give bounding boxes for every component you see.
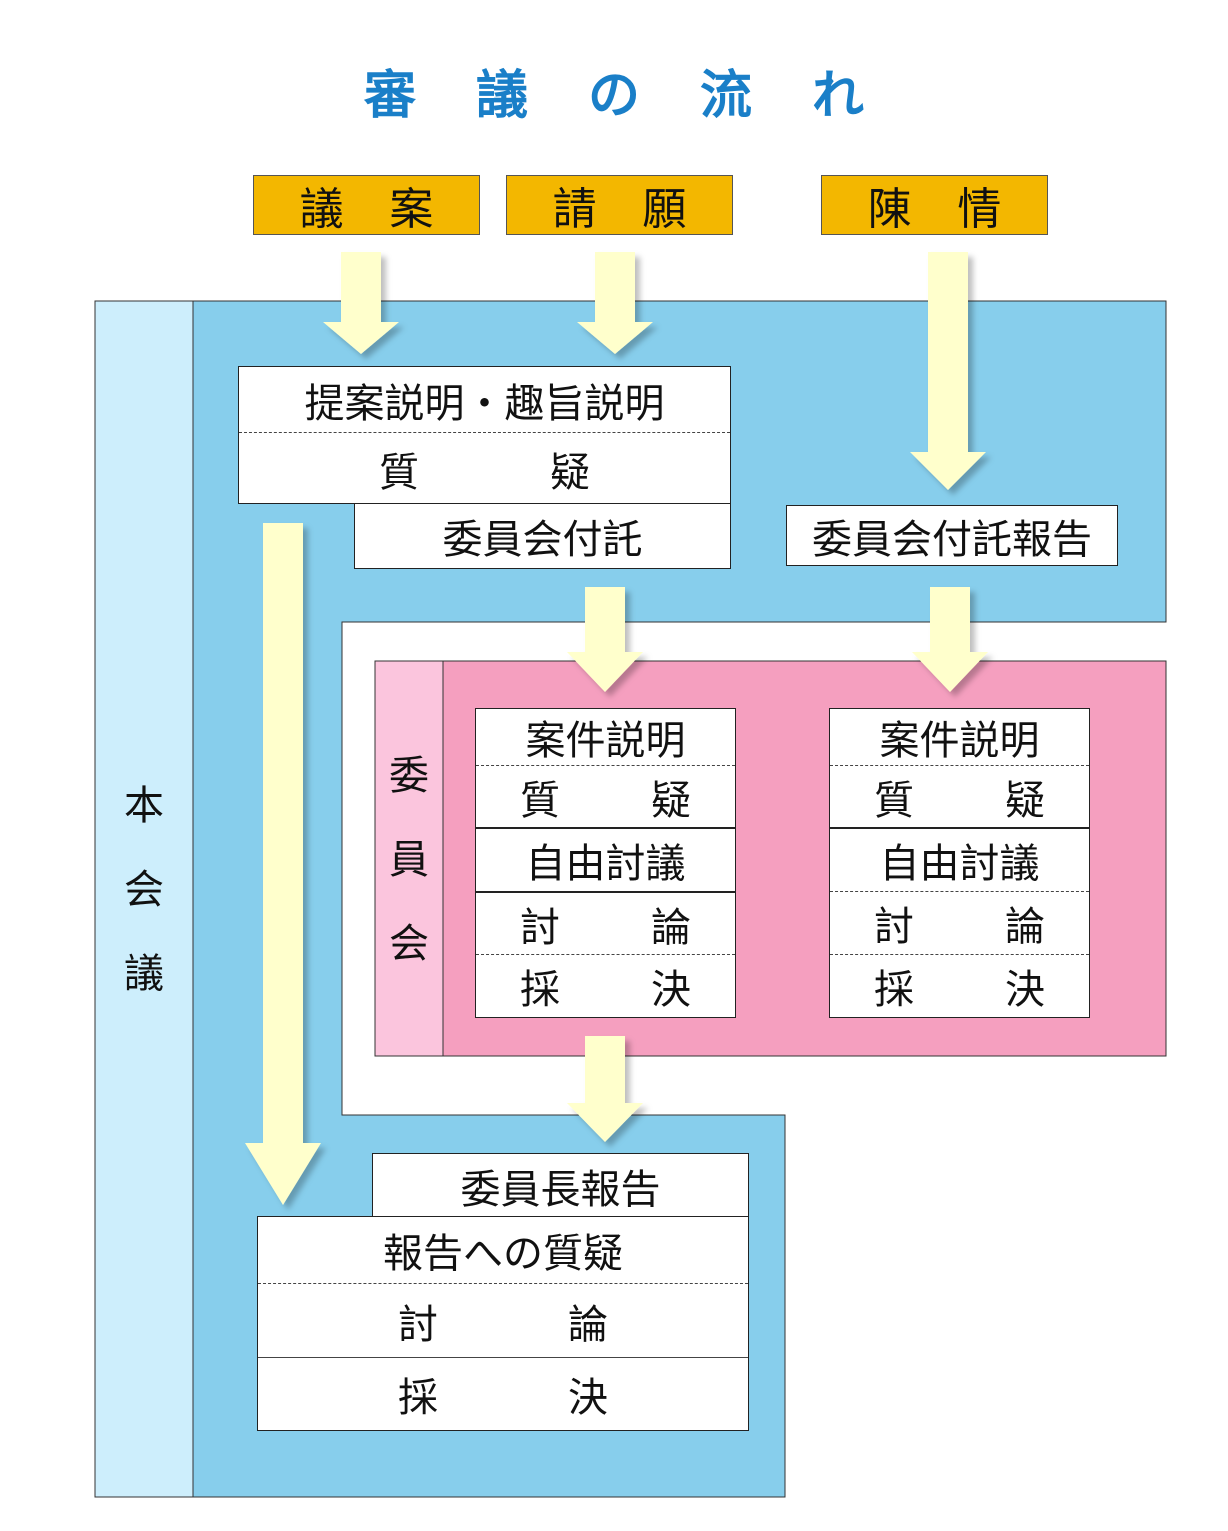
- source-bill-char: 案: [389, 184, 434, 235]
- plenary-label-char: 会: [124, 867, 164, 913]
- committee-vote-char: 決: [651, 967, 691, 1013]
- committee-steps-left: 案件説明 質 疑 自由討議 討 論 採 決: [475, 708, 736, 1018]
- intro-questions-char: 疑: [550, 449, 590, 496]
- title-char: 流: [700, 66, 753, 126]
- plenary-label-strip: [94, 300, 194, 1498]
- intro-box: 提案説明・趣旨説明 質 疑: [238, 366, 731, 504]
- committee-questions-char: 質: [520, 777, 560, 824]
- committee-vote: 採 決: [830, 954, 1089, 1017]
- committee-debate-char: 論: [1005, 904, 1045, 950]
- source-bill: 議 案: [253, 175, 480, 235]
- chair-report-box: 委員長報告: [372, 1153, 749, 1219]
- committee-debate-char: 討: [520, 904, 560, 951]
- chair-report: 委員長報告: [460, 1167, 661, 1213]
- case-explanation: 案件説明: [879, 718, 1040, 764]
- committee-label-char: 員: [389, 837, 429, 883]
- committee-questions: 質 疑: [476, 765, 735, 827]
- plenary-debate-char: 討: [398, 1301, 438, 1348]
- source-petition-char: 請: [552, 184, 597, 235]
- committee-referral: 委員会付託: [442, 517, 643, 563]
- title-char: れ: [812, 66, 865, 126]
- committee-debate-char: 論: [651, 904, 691, 951]
- intro-questions: 質 疑: [239, 432, 730, 503]
- proposal-explanation: 提案説明・趣旨説明: [304, 380, 665, 427]
- plenary-vote-char: 採: [398, 1375, 438, 1421]
- source-bill-char: 議: [299, 184, 344, 235]
- committee-steps-right: 案件説明 質 疑 自由討議 討 論 採 決: [829, 708, 1090, 1018]
- committee-referral-report: 委員会付託報告: [812, 516, 1092, 563]
- title-char: 審: [363, 66, 416, 126]
- source-petition: 請 願: [506, 175, 733, 235]
- committee-label-char: 会: [389, 921, 429, 967]
- committee-vote-char: 採: [874, 967, 914, 1013]
- plenary-label-char: 本: [124, 783, 164, 829]
- committee-questions-char: 疑: [651, 777, 691, 824]
- source-appeal-char: 陳: [867, 184, 912, 235]
- plenary-vote-char: 決: [568, 1375, 608, 1421]
- plenary-label-char: 議: [124, 951, 164, 997]
- committee-questions: 質 疑: [830, 765, 1089, 827]
- title-char: の: [587, 66, 640, 126]
- committee-debate-char: 討: [874, 904, 914, 950]
- committee-debate: 討 論: [476, 891, 735, 954]
- plenary-debate: 討 論: [258, 1283, 748, 1357]
- referral-box: 委員会付託: [354, 503, 731, 569]
- source-petition-char: 願: [642, 184, 687, 235]
- source-appeal-char: 情: [957, 184, 1002, 235]
- plenary-vote: 採 決: [258, 1357, 748, 1430]
- page-title: 審 議 の 流 れ: [0, 58, 1228, 134]
- plenary-final-box: 報告への質疑 討 論 採 決: [257, 1216, 749, 1431]
- committee-questions-char: 疑: [1005, 777, 1045, 824]
- plenary-label: 本 会 議: [95, 760, 193, 1020]
- intro-questions-char: 質: [379, 449, 419, 496]
- committee-label: 委 員 会: [375, 745, 443, 975]
- source-appeal: 陳 情: [821, 175, 1048, 235]
- free-discussion: 自由討議: [830, 827, 1089, 891]
- plenary-debate-char: 論: [568, 1301, 608, 1348]
- committee-debate: 討 論: [830, 891, 1089, 954]
- committee-label-strip: [374, 660, 444, 1057]
- case-explanation: 案件説明: [525, 718, 686, 764]
- free-discussion: 自由討議: [476, 827, 735, 891]
- committee-questions-char: 質: [874, 777, 914, 824]
- appeal-referral-report-box: 委員会付託報告: [786, 505, 1118, 566]
- title-char: 議: [475, 66, 528, 126]
- committee-vote-char: 採: [520, 967, 560, 1013]
- committee-vote: 採 決: [476, 954, 735, 1017]
- committee-label-char: 委: [389, 753, 429, 799]
- committee-vote-char: 決: [1005, 967, 1045, 1013]
- report-questions: 報告への質疑: [383, 1231, 623, 1277]
